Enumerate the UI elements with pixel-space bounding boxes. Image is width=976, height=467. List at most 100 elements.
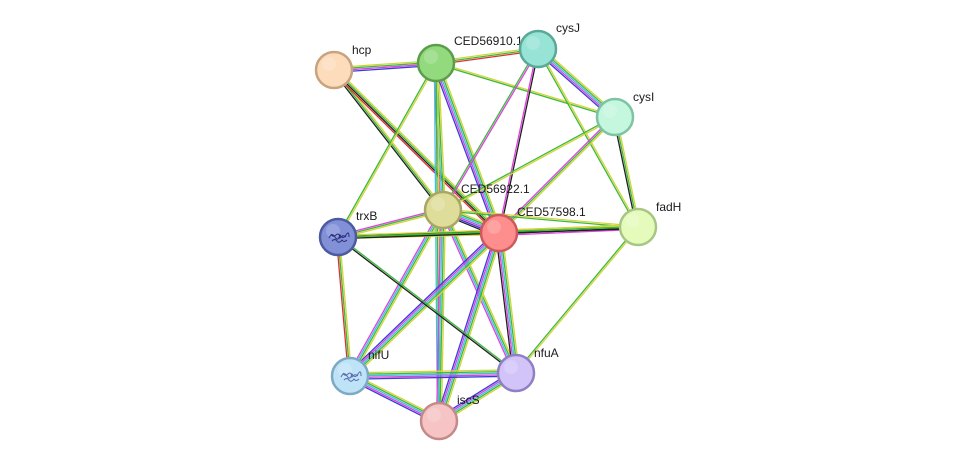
edge-evidence-line (443, 208, 639, 227)
node-highlight (487, 220, 501, 234)
node-nifu[interactable]: nifU (330, 348, 389, 396)
edge-evidence-line (337, 237, 516, 375)
edge-evidence-line (338, 236, 353, 376)
node-highlight (431, 197, 445, 211)
edge-evidence-line (332, 70, 443, 212)
edge-evidence-line (332, 70, 499, 235)
edge-evidence-line (441, 233, 503, 423)
edge-evidence-line (440, 210, 447, 422)
edge-evidence-line (497, 115, 615, 233)
edge-evidence-line (334, 68, 501, 233)
edge-evidence-line (335, 237, 350, 377)
edge-hcp-ced57598-1[interactable] (331, 67, 502, 236)
edge-evidence-line (538, 48, 640, 227)
edge-evidence-line (499, 117, 617, 235)
node-label: trxB (356, 209, 377, 223)
node-circle[interactable] (423, 190, 463, 230)
edge-evidence-line (498, 116, 616, 234)
edge-cysj-fadh[interactable] (536, 48, 640, 228)
edge-evidence-line (438, 61, 503, 233)
edge-ced56922-1-fadh[interactable] (442, 208, 639, 229)
node-highlight (427, 408, 441, 422)
node-cysi[interactable]: cysI (595, 90, 654, 137)
node-circle[interactable] (318, 217, 358, 257)
node-label: nfuA (534, 346, 559, 360)
node-circle[interactable] (314, 50, 354, 90)
nodes-layer: hcp CED56910.1 cysJ cysI CED56922.1CED57598.… (314, 21, 681, 441)
node-highlight (322, 57, 336, 71)
edge-evidence-line (437, 62, 447, 210)
node-fadh[interactable]: fadH (618, 200, 681, 247)
node-circle[interactable] (518, 29, 558, 69)
edge-nifu-nfua[interactable] (349, 369, 517, 380)
edge-evidence-line (336, 62, 436, 237)
edge-evidence-line (338, 63, 438, 238)
edge-cysi-ced57598-1[interactable] (497, 115, 617, 235)
edge-evidence-line (349, 370, 516, 376)
edge-evidence-line (436, 62, 502, 233)
edge-evidence-line (495, 233, 514, 374)
edge-cysj-ced57598-1[interactable] (497, 48, 540, 234)
edge-ced56910-1-cysi[interactable] (435, 61, 616, 119)
node-label: CED57598.1 (517, 205, 586, 219)
edge-fadh-nfua[interactable] (514, 226, 640, 374)
node-circle[interactable] (419, 401, 459, 441)
edge-evidence-line (433, 63, 499, 234)
edge-evidence-line (497, 48, 538, 233)
edge-evidence-line (338, 235, 517, 373)
edge-ced57598-1-iscs[interactable] (435, 231, 503, 423)
edge-evidence-line (435, 63, 615, 119)
node-hcp[interactable]: hcp (314, 43, 372, 90)
edge-evidence-line (435, 231, 497, 421)
node-label: cysJ (556, 21, 580, 35)
node-ced57598-1[interactable]: CED57598.1 (479, 205, 586, 253)
node-label: CED56910.1 (454, 34, 523, 48)
edge-evidence-line (499, 49, 540, 234)
node-highlight (526, 36, 540, 50)
node-circle[interactable] (330, 356, 370, 396)
node-circle[interactable] (618, 207, 658, 247)
edge-evidence-line (333, 69, 444, 211)
protein-structure-icon (328, 232, 350, 243)
edge-evidence-line (350, 373, 517, 379)
edge-evidence-line (335, 67, 502, 232)
edge-ced56910-1-trxb[interactable] (336, 62, 438, 238)
node-ced56910-1[interactable]: CED56910.1 (416, 34, 523, 83)
node-iscs[interactable]: iscS (419, 393, 480, 441)
edge-evidence-line (442, 210, 638, 229)
edge-evidence-line (436, 61, 616, 117)
node-circle[interactable] (496, 353, 536, 393)
node-label: fadH (656, 200, 681, 214)
node-highlight (626, 214, 640, 228)
edge-hcp-ced56922-1[interactable] (332, 68, 445, 212)
edge-evidence-line (536, 49, 638, 228)
edge-ced56910-1-ced57598-1[interactable] (432, 61, 503, 235)
edge-evidence-line (501, 232, 520, 373)
edge-evidence-line (516, 227, 640, 374)
edge-evidence-line (439, 233, 502, 422)
edge-evidence-line (499, 232, 519, 373)
node-trxb[interactable]: trxB (318, 209, 377, 257)
edge-cysi-ced56922-1[interactable] (442, 115, 616, 212)
node-circle[interactable] (595, 97, 635, 137)
edge-trxb-nifu[interactable] (335, 236, 353, 377)
node-circle[interactable] (479, 213, 519, 253)
node-nfua[interactable]: nfuA (496, 346, 559, 393)
edge-cysj-ced56922-1[interactable] (441, 48, 540, 211)
edge-evidence-line (433, 63, 439, 422)
edge-evidence-line (350, 210, 445, 377)
node-circle[interactable] (416, 43, 456, 83)
edge-evidence-line (496, 233, 516, 374)
edge-ced56910-1-iscs[interactable] (433, 62, 442, 422)
edges-layer (331, 46, 641, 425)
edge-evidence-line (349, 369, 516, 374)
node-highlight (424, 50, 438, 64)
edge-trxb-nfua[interactable] (337, 235, 517, 375)
node-label: iscS (457, 393, 480, 407)
edge-evidence-line (436, 62, 442, 421)
node-cysj[interactable]: cysJ (518, 21, 580, 69)
edge-ced57598-1-nfua[interactable] (495, 232, 520, 374)
node-ced56922-1[interactable]: CED56922.1 (423, 182, 530, 230)
edge-evidence-line (443, 49, 540, 211)
edge-evidence-line (432, 63, 497, 235)
